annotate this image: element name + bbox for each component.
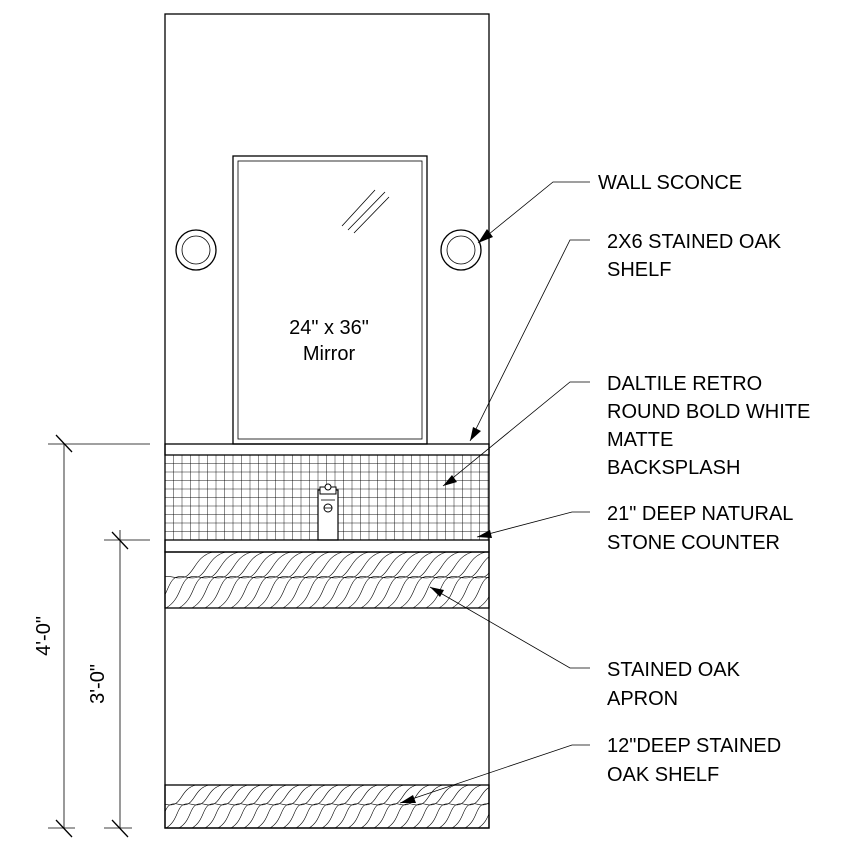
leader-apron [429,586,590,669]
backsplash-tile-grid [165,455,489,540]
callout-backsplash: DALTILE RETRO ROUND BOLD WHITE MATTE BAC… [607,373,816,479]
shelf-wood-grain [165,785,489,828]
apron-wood-grain [165,552,489,608]
leader-wall-sconce [477,181,590,244]
dimension-label-3ft: 3'-0" [87,664,109,704]
mirror [232,155,428,445]
wall-outline [164,13,490,829]
oak-shelf [164,443,490,456]
callout-oak-shelf: 2X6 STAINED OAK SHELF [607,231,787,281]
right-sconce-icon [440,229,482,271]
faucet-icon [317,483,339,541]
dimension-3ft [104,530,150,838]
dimension-label-4ft: 4'-0" [33,616,55,656]
callout-bottom-shelf: 12"DEEP STAINED OAK SHELF [607,735,787,786]
oak-apron [164,551,490,609]
leader-backsplash [442,381,590,487]
callout-counter: 21" DEEP NATURAL STONE COUNTER [607,503,798,554]
mirror-label: Mirror [303,343,356,365]
callout-wall-sconce: WALL SCONCE [598,172,742,194]
mirror-size-label: 24" x 36" [289,317,369,339]
leader-bottom-shelf [399,744,590,804]
stone-counter [164,539,490,553]
bottom-oak-shelf [164,784,490,829]
left-sconce-icon [175,229,217,271]
callout-apron: STAINED OAK APRON [607,659,746,710]
leader-counter [476,511,590,538]
dimension-4ft [48,434,150,838]
leader-oak-shelf [469,239,590,442]
